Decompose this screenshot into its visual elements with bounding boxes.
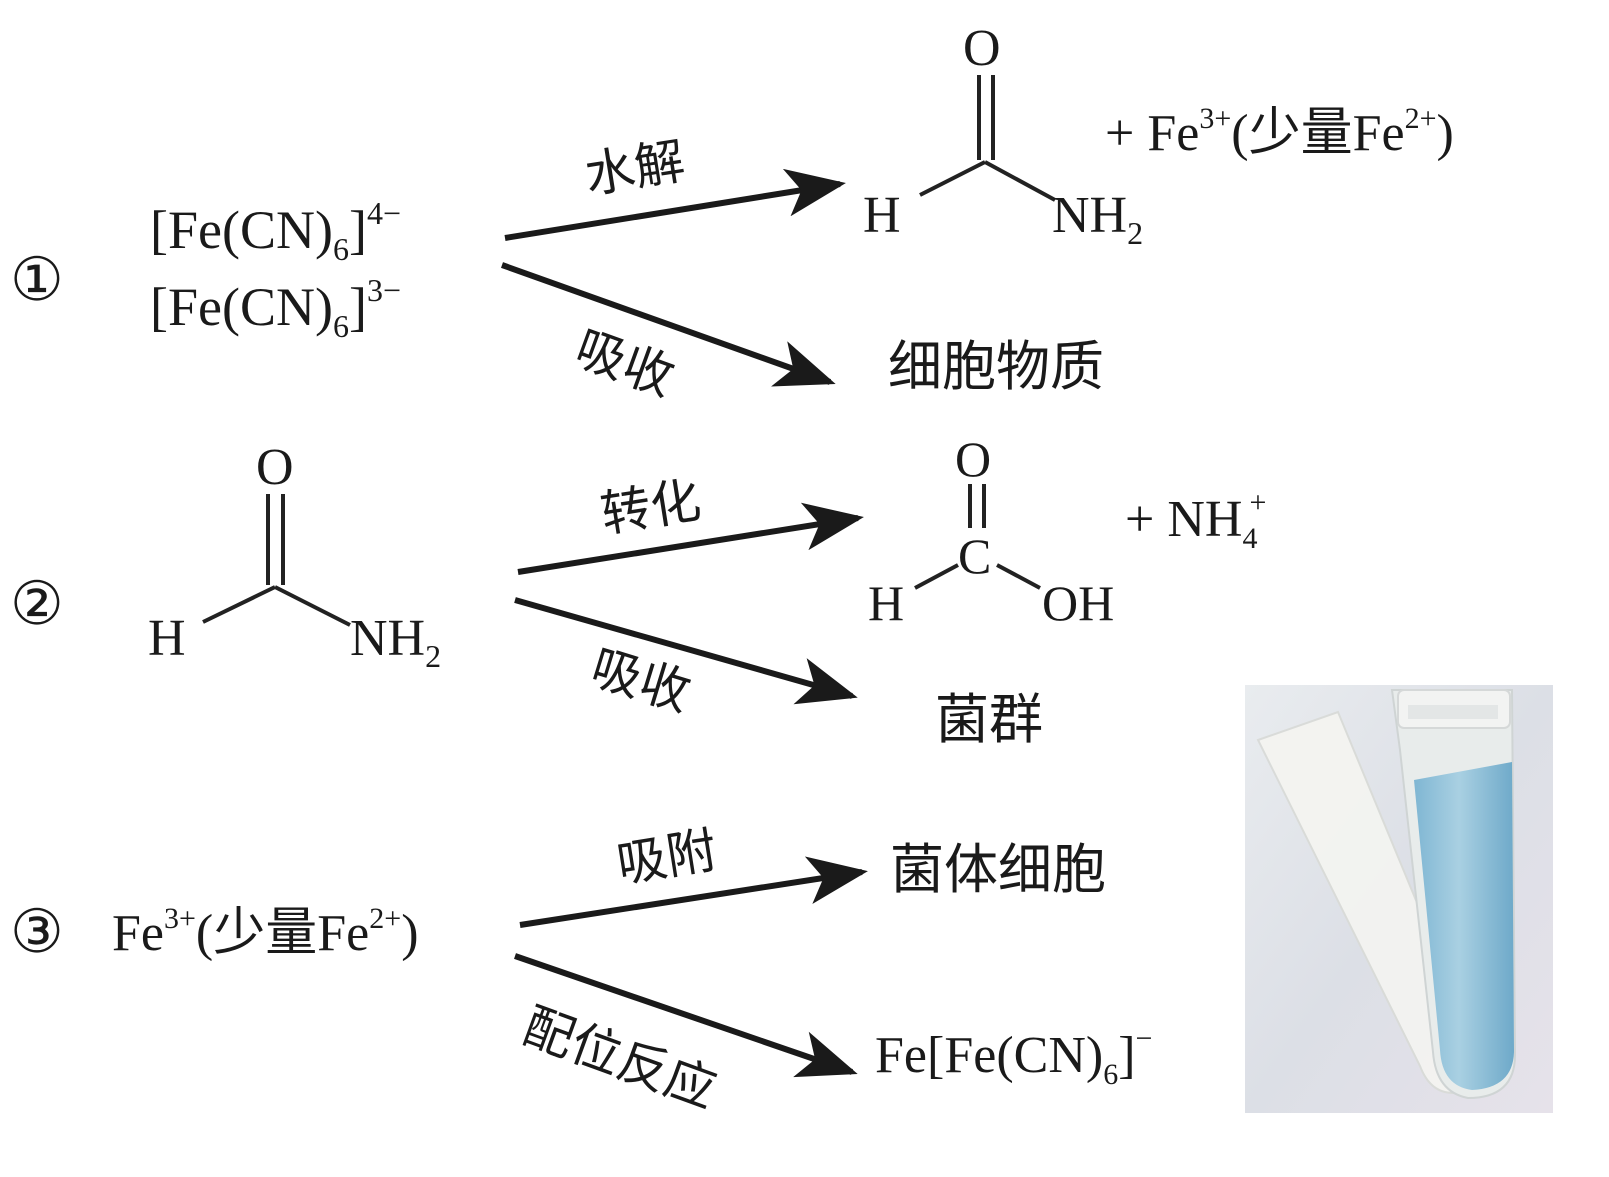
reactant-nh2: NH2 (350, 610, 441, 674)
prussian-blue-product: Fe[Fe(CN)6]− (875, 1022, 1152, 1091)
ferricyanide-formula: [Fe(CN)6]3− (150, 272, 401, 344)
adsorption-label: 吸附 (613, 821, 721, 894)
row-3: ③ Fe3+(少量Fe2+) 吸附 配位反应 菌体细胞 Fe[Fe(CN)6]− (10, 821, 1152, 1120)
row-3-marker: ③ (10, 899, 64, 965)
iron-ions-product: + Fe3+(少量Fe2+) (1105, 102, 1454, 163)
absorption-label-1: 吸收 (568, 319, 682, 408)
formamide-nh2: NH2 (1052, 187, 1143, 251)
cell-material-product: 细胞物质 (888, 335, 1104, 398)
formic-acid-product: O C H OH (868, 431, 1114, 631)
iron-ions-reactant: Fe3+(少量Fe2+) (112, 902, 419, 963)
ammonium-product: + NH4+ (1125, 486, 1266, 555)
formic-oh: OH (1042, 575, 1114, 631)
reactant-h: H (148, 610, 186, 667)
formic-carbon: C (958, 528, 991, 584)
row-2: ② O H NH2 转化 吸收 O C H OH + NH4+ 菌群 (10, 431, 1266, 751)
reactant-oxygen: O (256, 439, 294, 496)
absorption-label-2: 吸收 (584, 638, 697, 723)
test-tube-photo (1245, 685, 1553, 1113)
row-1: ① [Fe(CN)6]4− [Fe(CN)6]3− 水解 吸收 O H NH2 … (10, 20, 1454, 407)
row-2-marker: ② (10, 571, 64, 637)
ferrocyanide-formula: [Fe(CN)6]4− (150, 195, 401, 267)
carbonyl-oxygen: O (963, 20, 1001, 77)
row-1-marker: ① (10, 247, 64, 313)
formamide-reactant: O H NH2 (148, 439, 441, 674)
formic-oxygen: O (955, 431, 991, 487)
formamide-h: H (863, 187, 901, 244)
formamide-product: O H NH2 (863, 20, 1143, 251)
conversion-label: 转化 (597, 471, 705, 544)
formic-h: H (868, 575, 904, 631)
bacteria-group-product: 菌群 (935, 688, 1043, 751)
hydrolysis-arrow (505, 184, 840, 238)
bacterial-cell-product: 菌体细胞 (890, 838, 1106, 901)
hydrolysis-label: 水解 (581, 132, 689, 205)
